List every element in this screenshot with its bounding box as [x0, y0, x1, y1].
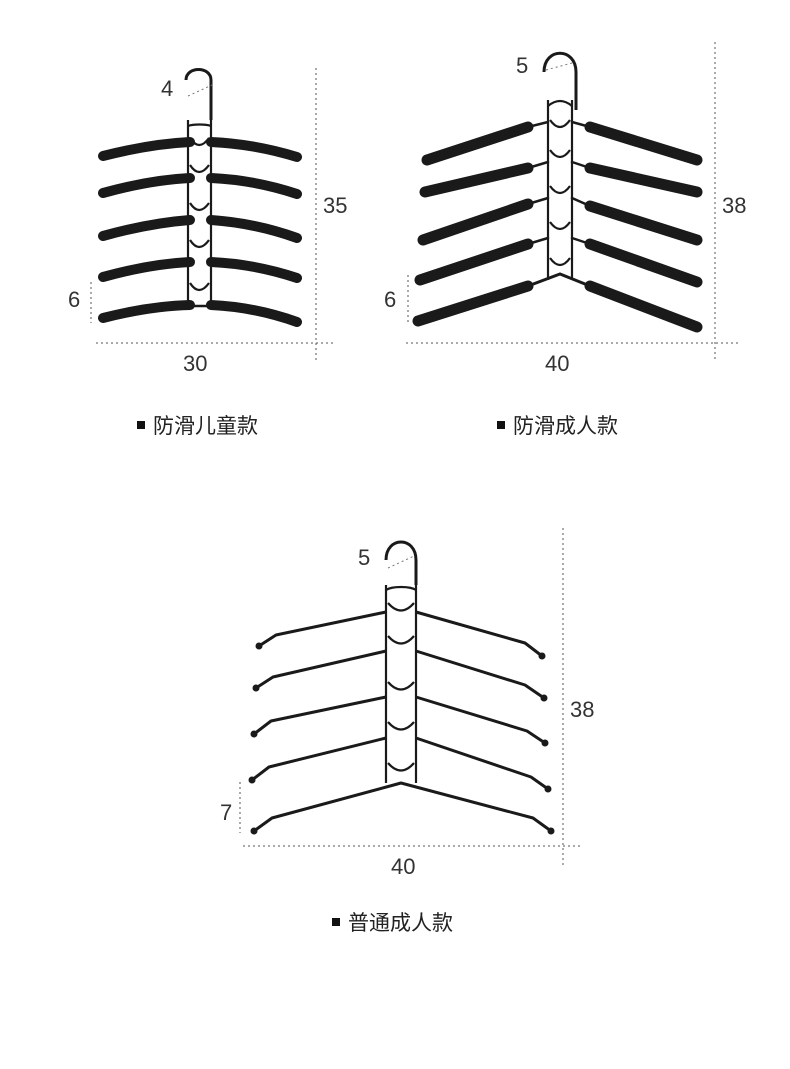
central-ladder: [186, 120, 213, 305]
dimension-lines: [239, 528, 582, 866]
hook-icon: [542, 51, 578, 110]
width-label: 30: [183, 351, 207, 376]
central-ladder: [384, 585, 418, 783]
caption-adult-anti-slip: 防滑成人款: [497, 410, 618, 440]
height-label: 38: [722, 193, 746, 218]
height-label: 38: [570, 697, 594, 722]
hanger-kids-anti-slip: 4 35 6 30: [68, 68, 347, 376]
arm-tips: [248, 642, 555, 835]
central-ladder: [546, 99, 574, 280]
caption-kids-anti-slip: 防滑儿童款: [137, 410, 258, 440]
padded-arms: [412, 120, 703, 333]
caption-text: 普通成人款: [348, 911, 453, 935]
hanger-adult-standard: 5 38 7 40: [220, 528, 594, 879]
hook-gap-line: [187, 84, 213, 97]
hook-size-label: 5: [516, 53, 528, 78]
height-label: 35: [323, 193, 347, 218]
arm-gap-label: 6: [68, 287, 80, 312]
padded-arms: [98, 137, 302, 327]
bullet-square-icon: [497, 421, 505, 429]
hook-gap-line: [387, 555, 415, 569]
caption-adult-standard: 普通成人款: [332, 907, 453, 937]
hook-gap-line: [545, 62, 573, 71]
hook-icon: [184, 68, 213, 120]
arm-gap-label: 7: [220, 800, 232, 825]
hook-size-label: 4: [161, 76, 173, 101]
bullet-square-icon: [137, 421, 145, 429]
caption-text: 防滑儿童款: [153, 414, 258, 438]
hook-icon: [384, 540, 418, 585]
width-label: 40: [391, 854, 415, 879]
arm-gap-label: 6: [384, 287, 396, 312]
wire-arms: [251, 610, 552, 833]
dimension-lines: [90, 68, 335, 360]
hook-size-label: 5: [358, 545, 370, 570]
bullet-square-icon: [332, 918, 340, 926]
caption-text: 防滑成人款: [513, 414, 618, 438]
hanger-adult-anti-slip: 5 38 6 40: [384, 42, 746, 376]
width-label: 40: [545, 351, 569, 376]
dimension-lines: [406, 42, 738, 362]
